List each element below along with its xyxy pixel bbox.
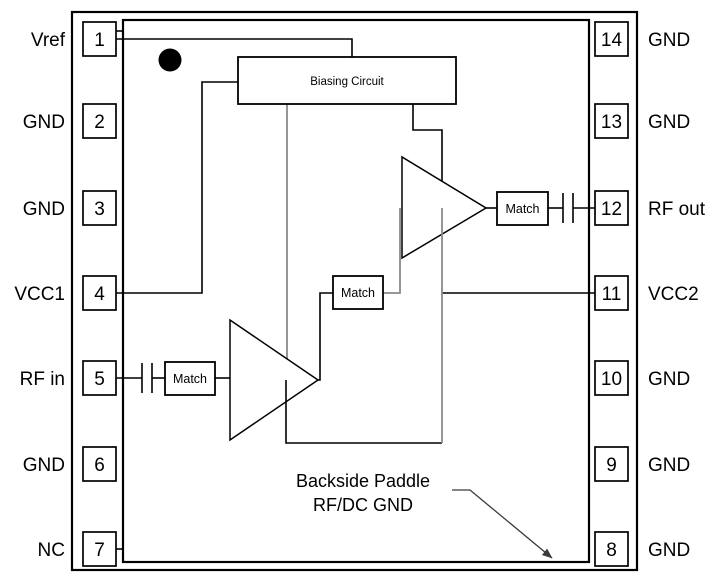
biasing-circuit-block[interactable]: Biasing Circuit xyxy=(237,56,457,105)
pin-number: 1 xyxy=(94,30,105,51)
pin-label-gnd-3: GND xyxy=(23,199,65,220)
pin-number: 2 xyxy=(94,112,105,133)
pin-label-nc: NC xyxy=(38,540,65,561)
pin-number: 12 xyxy=(601,199,622,220)
package-inner-border xyxy=(121,18,591,564)
pin-label-vcc2: VCC2 xyxy=(648,284,699,305)
pin-left-6[interactable]: 6 xyxy=(82,446,117,482)
pin-number: 7 xyxy=(94,540,105,561)
wire-match-mid-to-amp2 xyxy=(383,208,401,294)
pin-left-1[interactable]: 1 xyxy=(82,21,117,57)
wire-vcc1-to-biasing xyxy=(116,81,238,294)
match-block-output[interactable]: Match xyxy=(496,191,549,226)
pin-label-vref: Vref xyxy=(31,30,66,51)
pin-number: 8 xyxy=(606,540,617,561)
wire-amp1-ground-rail xyxy=(285,380,442,444)
paddle-note-line1: Backside Paddle xyxy=(296,471,430,491)
pin-right-13[interactable]: 13 xyxy=(594,103,629,139)
pin-label-gnd-9: GND xyxy=(648,455,690,476)
pin-left-7[interactable]: 7 xyxy=(82,531,117,567)
package-outer-border xyxy=(70,10,639,572)
match-block-input[interactable]: Match xyxy=(164,361,216,396)
pin-label-gnd-2: GND xyxy=(23,112,65,133)
pin-number: 13 xyxy=(601,112,622,133)
pin-number: 6 xyxy=(94,455,105,476)
pin-number: 5 xyxy=(94,369,105,390)
pin1-dot-icon xyxy=(158,48,182,72)
match-block-interstage[interactable]: Match xyxy=(332,275,384,310)
pin-right-11[interactable]: 11 xyxy=(594,275,629,311)
wire-vref-to-biasing xyxy=(116,38,353,57)
wire-amp1-to-match-mid xyxy=(318,292,333,381)
pin-label-gnd-10: GND xyxy=(648,369,690,390)
pin-right-9[interactable]: 9 xyxy=(594,446,629,482)
pin-label-gnd-6: GND xyxy=(23,455,65,476)
pin-left-2[interactable]: 2 xyxy=(82,103,117,139)
pin-label-gnd-13: GND xyxy=(648,112,690,133)
match-interstage-label: Match xyxy=(341,286,375,300)
pin-left-4[interactable]: 4 xyxy=(82,275,117,311)
pin-label-rf-out: RF out xyxy=(648,199,706,220)
pin-left-5[interactable]: 5 xyxy=(82,360,117,396)
pin-number: 11 xyxy=(602,284,622,305)
pin-left-3[interactable]: 3 xyxy=(82,190,117,226)
paddle-pointer-arrow-icon xyxy=(452,489,553,559)
pin-number: 3 xyxy=(94,199,105,220)
pin-label-gnd-8: GND xyxy=(648,540,690,561)
pin-right-10[interactable]: 10 xyxy=(594,360,629,396)
pin-label-vcc1: VCC1 xyxy=(14,284,65,305)
pin-right-8[interactable]: 8 xyxy=(594,531,629,567)
match-output-label: Match xyxy=(505,202,539,216)
match-input-label: Match xyxy=(173,372,207,386)
pin-right-12[interactable]: 12 xyxy=(594,190,629,226)
biasing-circuit-label: Biasing Circuit xyxy=(310,76,384,88)
pin-number: 9 xyxy=(606,455,617,476)
pin-label-rf-in: RF in xyxy=(20,369,65,390)
pin-right-14[interactable]: 14 xyxy=(594,21,629,57)
wire-bias-to-amp2 xyxy=(412,104,443,208)
pin-number: 14 xyxy=(601,30,623,51)
pin-number: 4 xyxy=(94,284,105,305)
paddle-note-line2: RF/DC GND xyxy=(313,495,413,515)
amplifier2-icon xyxy=(401,155,488,260)
amplifier1-icon xyxy=(229,318,320,442)
pin-number: 10 xyxy=(601,369,622,390)
pin-label-gnd-14: GND xyxy=(648,30,690,51)
